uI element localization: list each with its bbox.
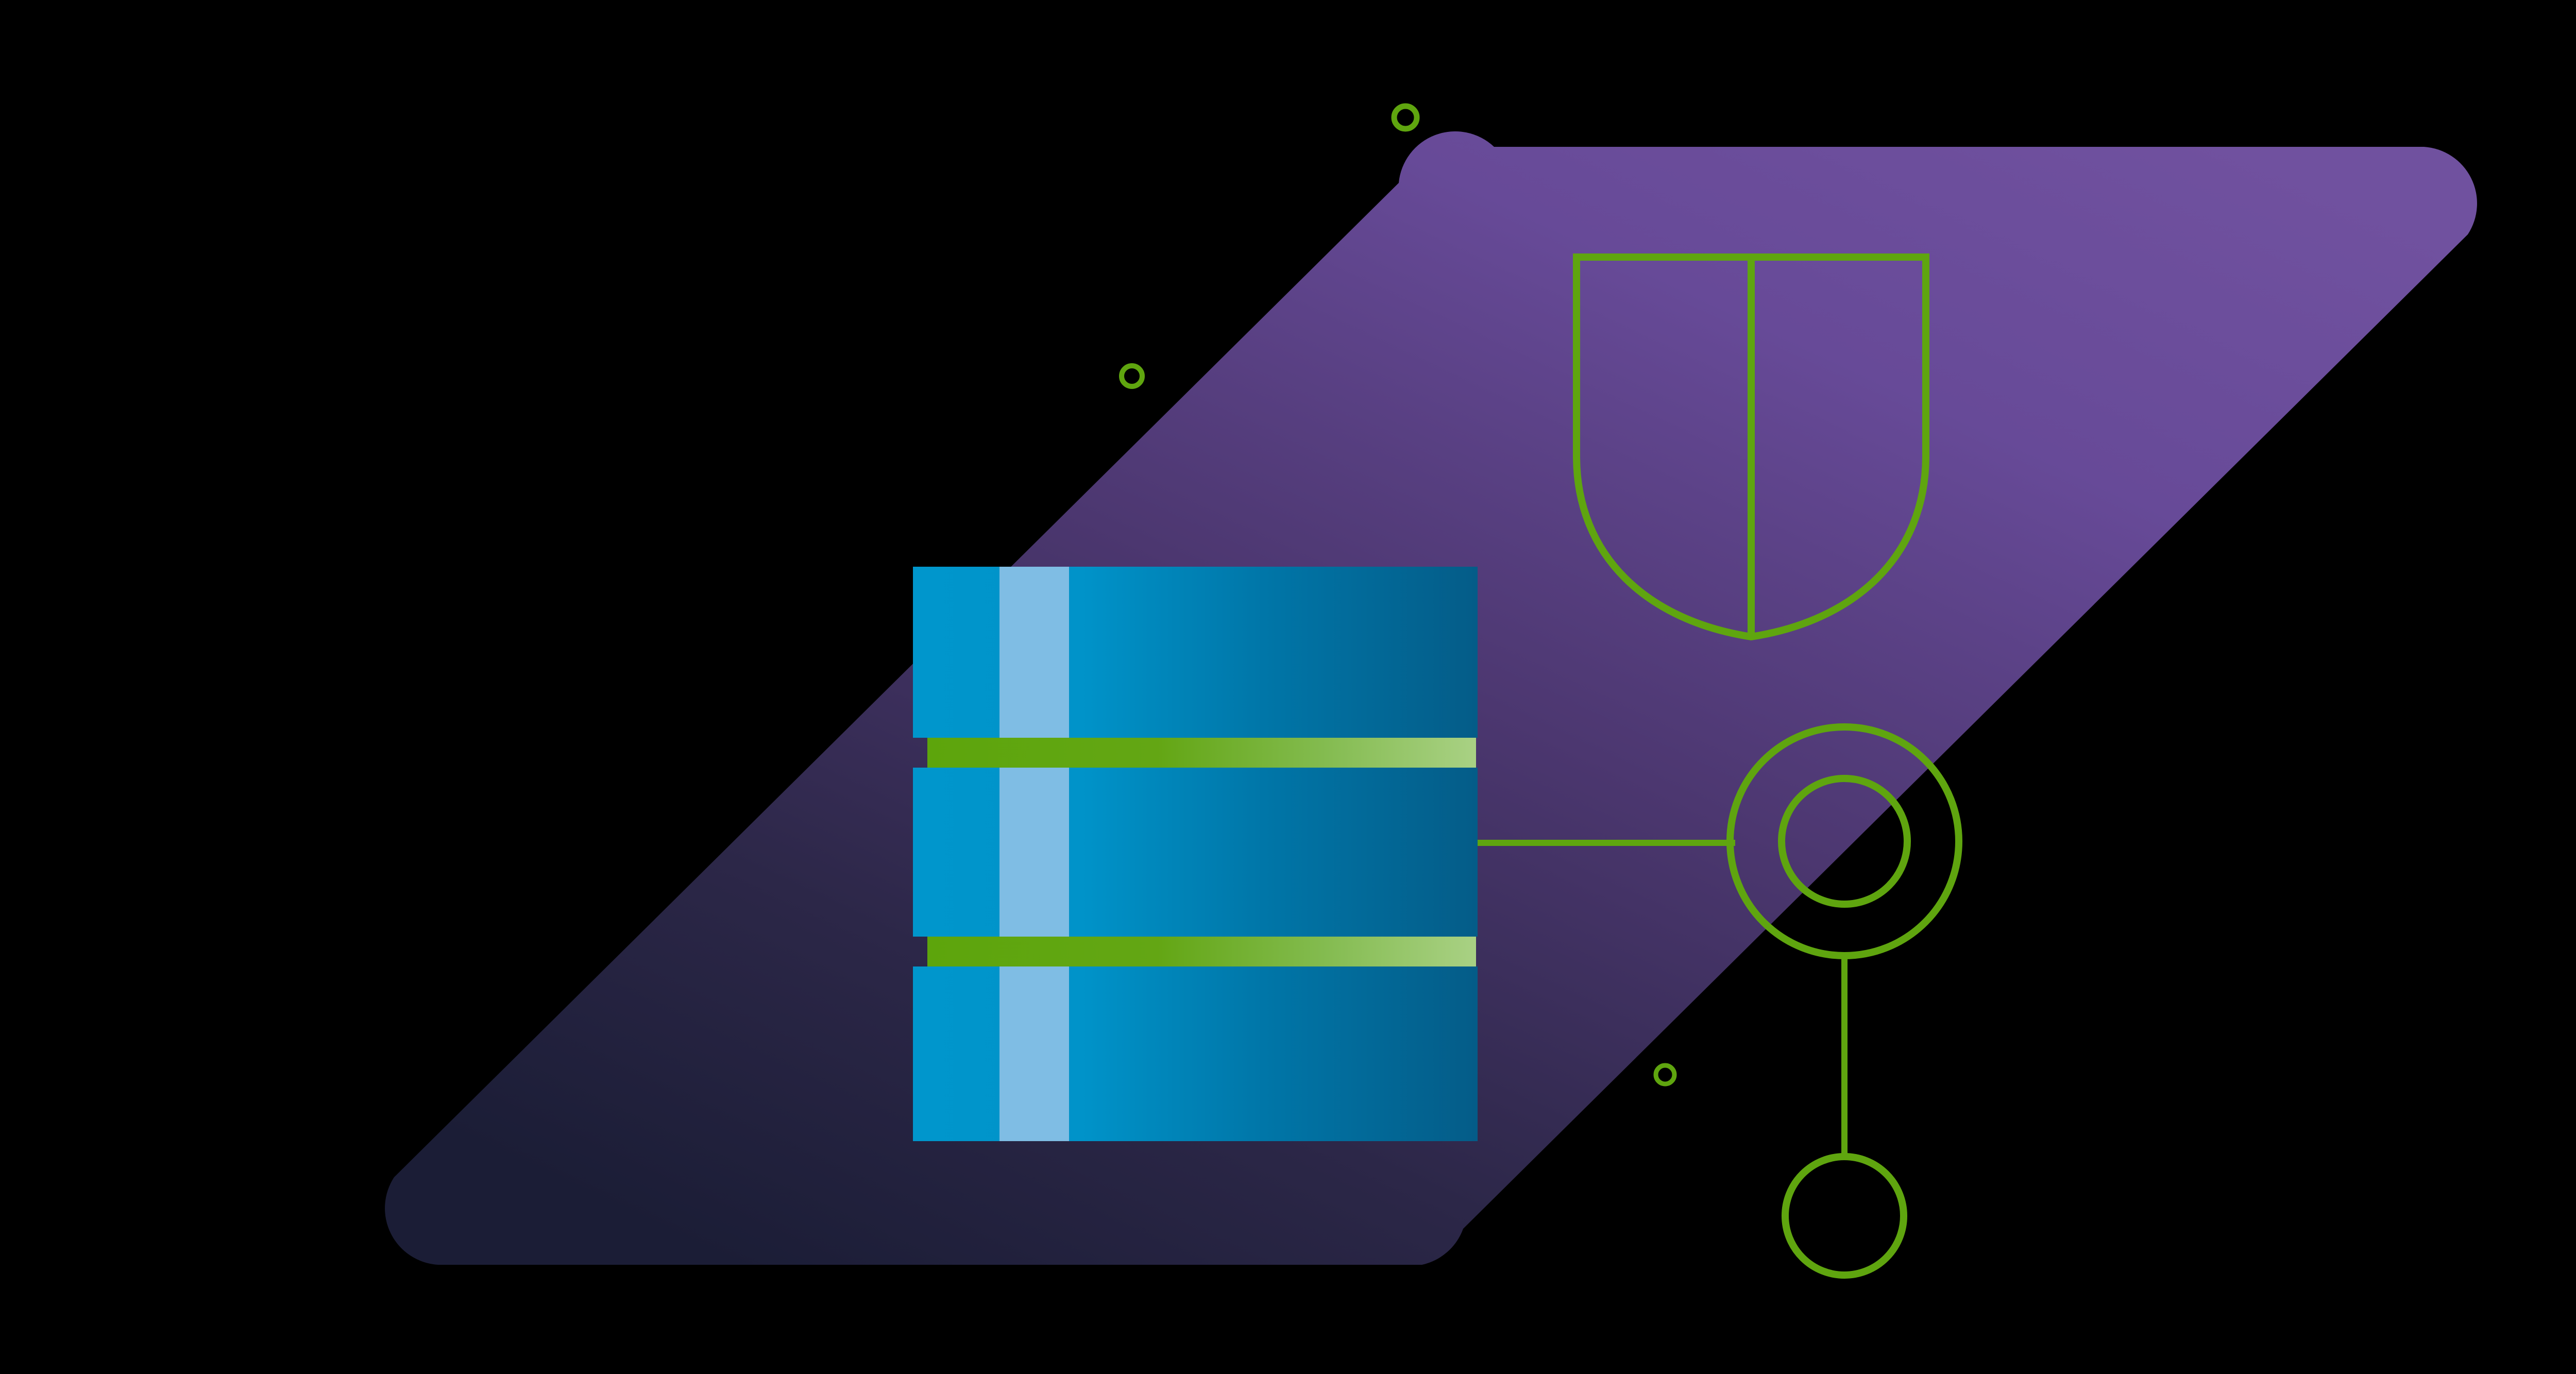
database-highlight-stripe	[999, 768, 1069, 937]
database-cylinder-stack	[913, 567, 1478, 1141]
node-outer-ring	[1726, 723, 1962, 959]
database-tier-middle	[913, 768, 1478, 937]
accent-ring-left-icon	[1119, 363, 1145, 389]
accent-ring-bottom-icon	[1653, 1063, 1677, 1087]
database-highlight-stripe	[999, 966, 1069, 1141]
data-band-lower	[927, 937, 1476, 966]
database-highlight-stripe	[999, 567, 1069, 738]
secondary-ring-node	[1782, 1153, 1907, 1279]
database-tier-top	[913, 567, 1478, 738]
database-tier-bottom	[913, 966, 1478, 1141]
data-band-upper	[927, 738, 1476, 768]
security-shield	[1573, 253, 1929, 641]
accent-ring-top-icon	[1391, 103, 1420, 132]
node-inner-ring	[1778, 775, 1911, 908]
concentric-ring-node	[1726, 723, 1962, 959]
